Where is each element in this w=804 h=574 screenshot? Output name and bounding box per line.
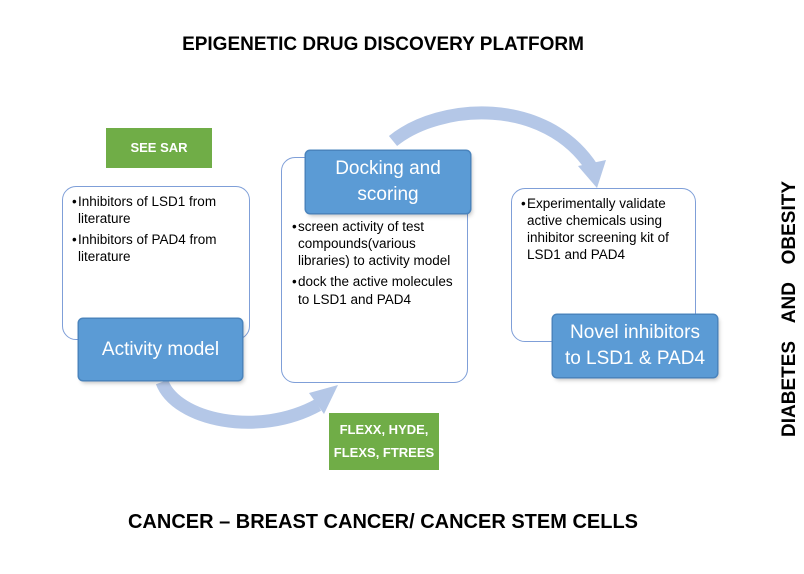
bullet-glyph: • [72,194,77,209]
docking-scoring-box: Docking and scoring [306,151,470,213]
activity-model-title: Activity model [101,338,220,360]
side-label-diabetes-obesity: DIABETES AND OBESITY [777,181,803,437]
side-word-and: AND [779,282,800,324]
bullet-glyph: • [72,232,77,248]
bullet-item: • Experimentally validate active chemica… [521,195,689,264]
page-title: EPIGENETIC DRUG DISCOVERY PLATFORM [182,34,584,55]
bullet-item: • Inhibitors of LSD1 from literature [72,193,241,227]
bullet-experimental-validation: Experimentally validate active chemicals… [527,196,669,263]
arrow-activity-to-docking [155,379,322,429]
novel-title-line1: Novel inhibitors [570,322,700,344]
side-word-obesity: OBESITY [779,181,800,265]
bullet-item: • dock the active molecules to LSD1 and … [292,273,461,307]
arrow-head-top [578,160,606,188]
bottom-title: CANCER – BREAST CANCER/ CANCER STEM CELL… [127,511,639,533]
novel-inhibitors-box: Novel inhibitors to LSD1 & PAD4 [553,315,717,377]
see-sar-label: SEE SAR [130,139,188,155]
docking-title-line2: scoring [357,184,419,205]
arrow-head-bottom [309,385,338,414]
bullet-glyph: • [521,196,526,211]
docking-title-line1: Docking and [335,158,441,180]
literature-inhibitors-box: • Inhibitors of LSD1 from literature • I… [62,186,250,340]
activity-model-box: Activity model [79,319,242,380]
bullet-pad4-literature: Inhibitors of PAD4 from literature [78,232,217,265]
bullet-screen-activity: screen activity of test compounds(variou… [298,219,451,269]
bullet-glyph: • [292,274,297,290]
docking-tools-tag: FLEXX, HYDE, FLEXS, FTREES [329,413,439,470]
tools-line2: FLEXS, FTREES [333,444,435,460]
bullet-lsd1-literature: Inhibitors of LSD1 from literature [78,194,217,227]
bullet-item: • screen activity of test compounds(vari… [292,218,461,269]
bullet-dock-molecules: dock the active molecules to LSD1 and PA… [298,274,453,307]
bullet-item: • Inhibitors of PAD4 from literature [72,231,241,265]
arrow-docking-to-validation [388,106,598,172]
tools-line1: FLEXX, HYDE, [339,422,429,438]
side-word-diabetes: DIABETES [779,340,800,437]
bullet-glyph: • [292,219,297,234]
see-sar-tag: SEE SAR [106,128,212,168]
novel-title-line2: to LSD1 & PAD4 [564,348,706,369]
